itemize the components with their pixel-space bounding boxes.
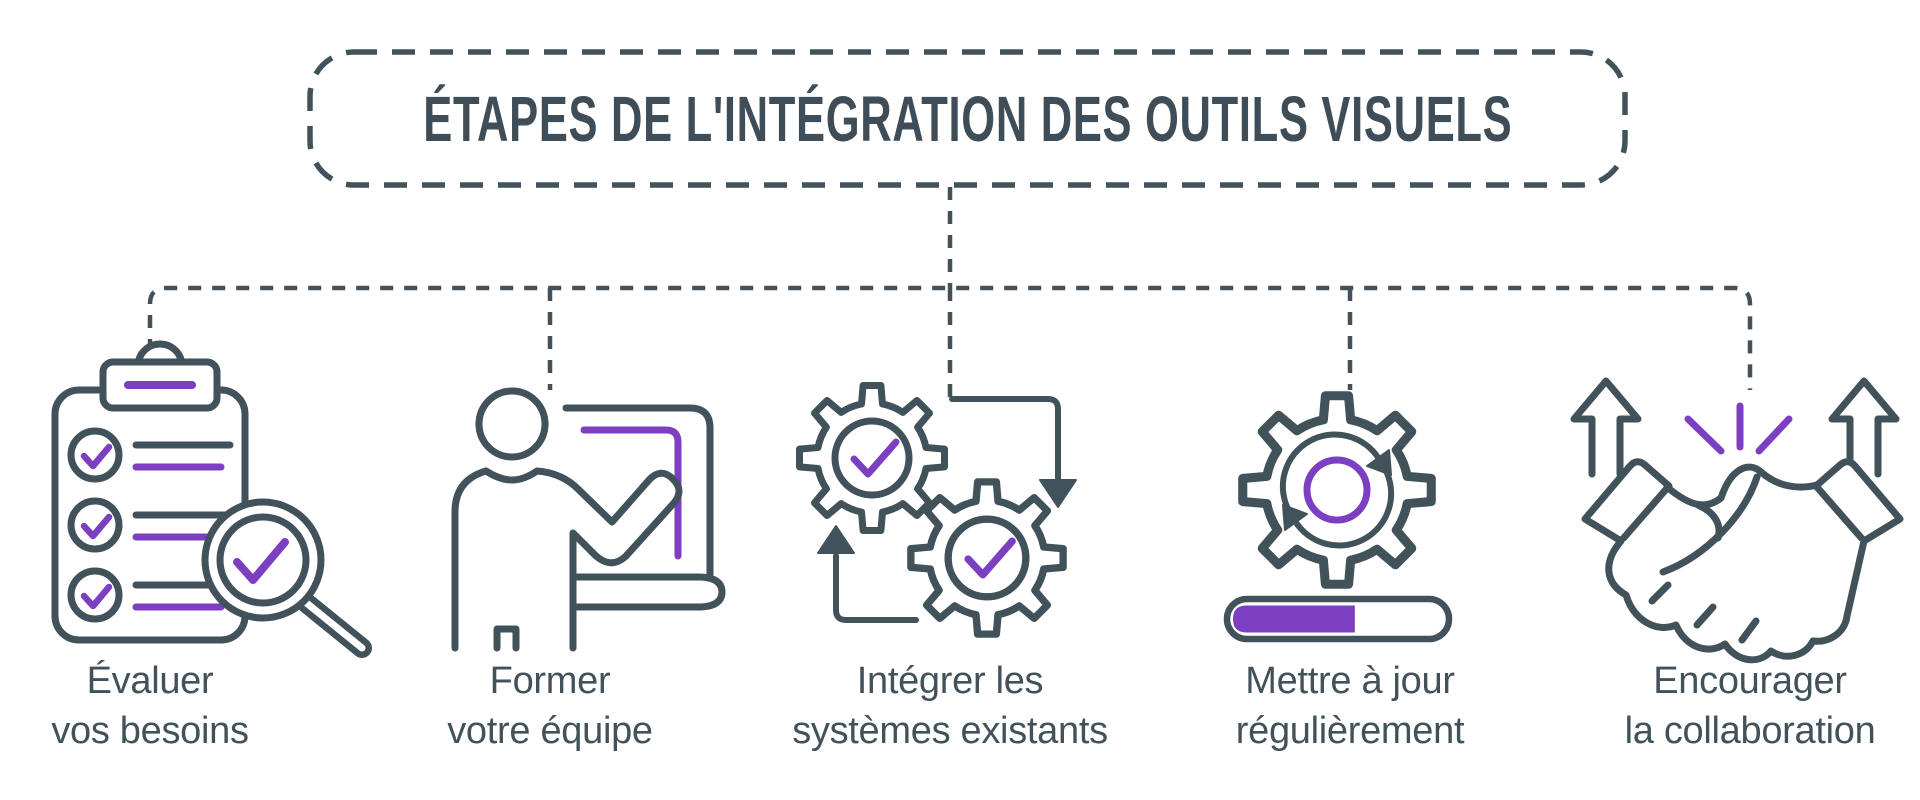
board-outline	[562, 404, 714, 580]
center-accent-circle	[1303, 456, 1371, 524]
step-label-line: Encourager	[1653, 660, 1847, 702]
arrowhead-down-icon	[1039, 479, 1077, 508]
step-label-line: Former	[489, 660, 611, 702]
sleeve-right	[1812, 458, 1904, 545]
check-icon	[233, 538, 289, 584]
board-accent-line	[580, 426, 682, 560]
refresh-arc-top	[1279, 431, 1382, 514]
finger-gap	[1693, 603, 1717, 629]
step-label-line: vos besoins	[51, 710, 249, 752]
checklist-row	[67, 497, 234, 553]
arrow-elbow-up	[833, 553, 919, 623]
step-label: Encourager la collaboration	[1550, 656, 1920, 756]
step-label: Mettre à jour régulièrement	[1150, 656, 1550, 756]
check-icon	[80, 443, 113, 470]
step-label: Former votre équipe	[350, 656, 750, 756]
refresh-arrowhead-icon	[1282, 504, 1308, 531]
sleeve-left	[1581, 458, 1673, 545]
magnifier-icon	[201, 498, 372, 658]
trainer-presentation-board-icon	[451, 387, 726, 652]
meshing-gears-checkmarks-icon	[800, 386, 1077, 635]
title-box-border	[307, 49, 1628, 188]
finger-gap	[1648, 581, 1672, 605]
handshake-collaboration-icon	[1570, 377, 1904, 664]
pocket-notch	[493, 625, 520, 652]
step-label-line: la collaboration	[1624, 710, 1876, 752]
gear-refresh-progress-icon	[1223, 396, 1453, 643]
board-ledge	[564, 573, 726, 611]
person-head	[475, 387, 549, 461]
thumb-line	[1694, 501, 1723, 542]
up-arrow-right-icon	[1828, 377, 1900, 478]
progress-fill	[1233, 605, 1355, 633]
step-label-line: Évaluer	[86, 660, 214, 702]
arrowhead-up-icon	[817, 525, 855, 554]
step-label-line: votre équipe	[447, 710, 653, 752]
spark-rays-icon	[1684, 402, 1793, 455]
step-label-line: Mettre à jour	[1245, 660, 1455, 702]
finger-gap	[1738, 617, 1760, 644]
clipboard-checklist-magnifier-icon	[51, 340, 372, 658]
connector-horizontal-rail	[147, 285, 1753, 390]
gear-with-check	[911, 482, 1063, 634]
gear-outline	[1243, 396, 1432, 585]
step-label: Évaluer vos besoins	[0, 656, 350, 756]
check-icon	[964, 537, 1016, 579]
person-body	[451, 467, 683, 652]
connector-lines	[147, 187, 1753, 398]
up-arrow-left-icon	[1570, 377, 1642, 478]
check-icon	[80, 583, 113, 610]
check-icon	[850, 438, 900, 478]
gear-with-check	[800, 386, 945, 531]
checklist-row	[67, 427, 234, 483]
clasped-hands-lower	[1605, 537, 1868, 664]
step-label: Intégrer les systèmes existants	[750, 656, 1150, 756]
clasped-hands-upper	[1663, 463, 1821, 509]
step-label-line: régulièrement	[1235, 710, 1465, 752]
arrow-elbow-down	[949, 396, 1061, 481]
step-label-line: systèmes existants	[792, 710, 1108, 752]
refresh-arc-bottom	[1292, 466, 1395, 549]
step-label-line: Intégrer les	[856, 660, 1044, 702]
check-icon	[80, 513, 113, 540]
